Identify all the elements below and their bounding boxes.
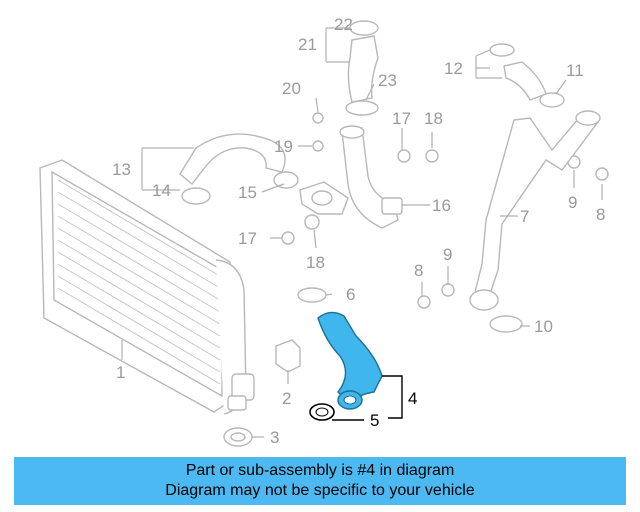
callout-10: 10 (534, 317, 553, 336)
callout-23: 23 (378, 71, 397, 90)
callout-13: 13 (112, 160, 131, 179)
clamp-part-10 (489, 315, 523, 333)
callout-16: 16 (432, 196, 451, 215)
callout-labels: 1 2 3 4 5 6 7 8 8 9 9 10 11 12 13 14 15 … (112, 15, 605, 447)
callout-5: 5 (370, 411, 379, 430)
callout-8-center: 8 (414, 261, 423, 280)
callout-1: 1 (116, 363, 125, 382)
callout-11: 11 (566, 61, 584, 80)
callout-18-left: 18 (306, 253, 325, 272)
hose-part-13 (179, 133, 299, 205)
callout-20: 20 (282, 79, 301, 98)
intercooler (39, 159, 255, 415)
callout-8-right: 8 (596, 205, 605, 224)
pipe-part-16 (299, 125, 403, 229)
callout-14: 14 (152, 181, 171, 200)
parts-diagram: 1 2 3 4 5 6 7 8 8 9 9 10 11 12 13 14 15 … (39, 15, 609, 447)
callout-17-left: 17 (238, 229, 257, 248)
hose-part-12 (489, 43, 565, 108)
clamp-part-6 (297, 287, 327, 303)
info-banner: Part or sub-assembly is #4 in diagram Di… (14, 457, 626, 505)
pipe-part-7 (469, 110, 601, 311)
fasteners (281, 112, 609, 309)
clamp-part-5 (309, 403, 335, 421)
callout-15: 15 (238, 183, 257, 202)
highlighted-hose-part-4 (317, 311, 383, 410)
callout-7: 7 (520, 207, 529, 226)
grommet-part-3 (223, 427, 253, 447)
callout-19: 19 (274, 137, 293, 156)
banner-line-2: Diagram may not be specific to your vehi… (165, 482, 475, 499)
leader-lines (121, 27, 603, 438)
callout-22: 22 (334, 15, 353, 34)
callout-4: 4 (408, 389, 417, 408)
callout-9-center: 9 (443, 245, 452, 264)
banner-line-1: Part or sub-assembly is #4 in diagram (185, 462, 455, 479)
callout-21: 21 (298, 35, 317, 54)
callout-2: 2 (282, 389, 291, 408)
callout-12: 12 (444, 59, 463, 78)
callout-6: 6 (346, 285, 355, 304)
callout-17-top: 17 (392, 109, 411, 128)
callout-3: 3 (270, 428, 279, 447)
callout-18-top: 18 (424, 109, 443, 128)
hose-part-21 (345, 20, 379, 116)
callout-9-right: 9 (568, 193, 577, 212)
bracket-part-2 (275, 339, 301, 373)
